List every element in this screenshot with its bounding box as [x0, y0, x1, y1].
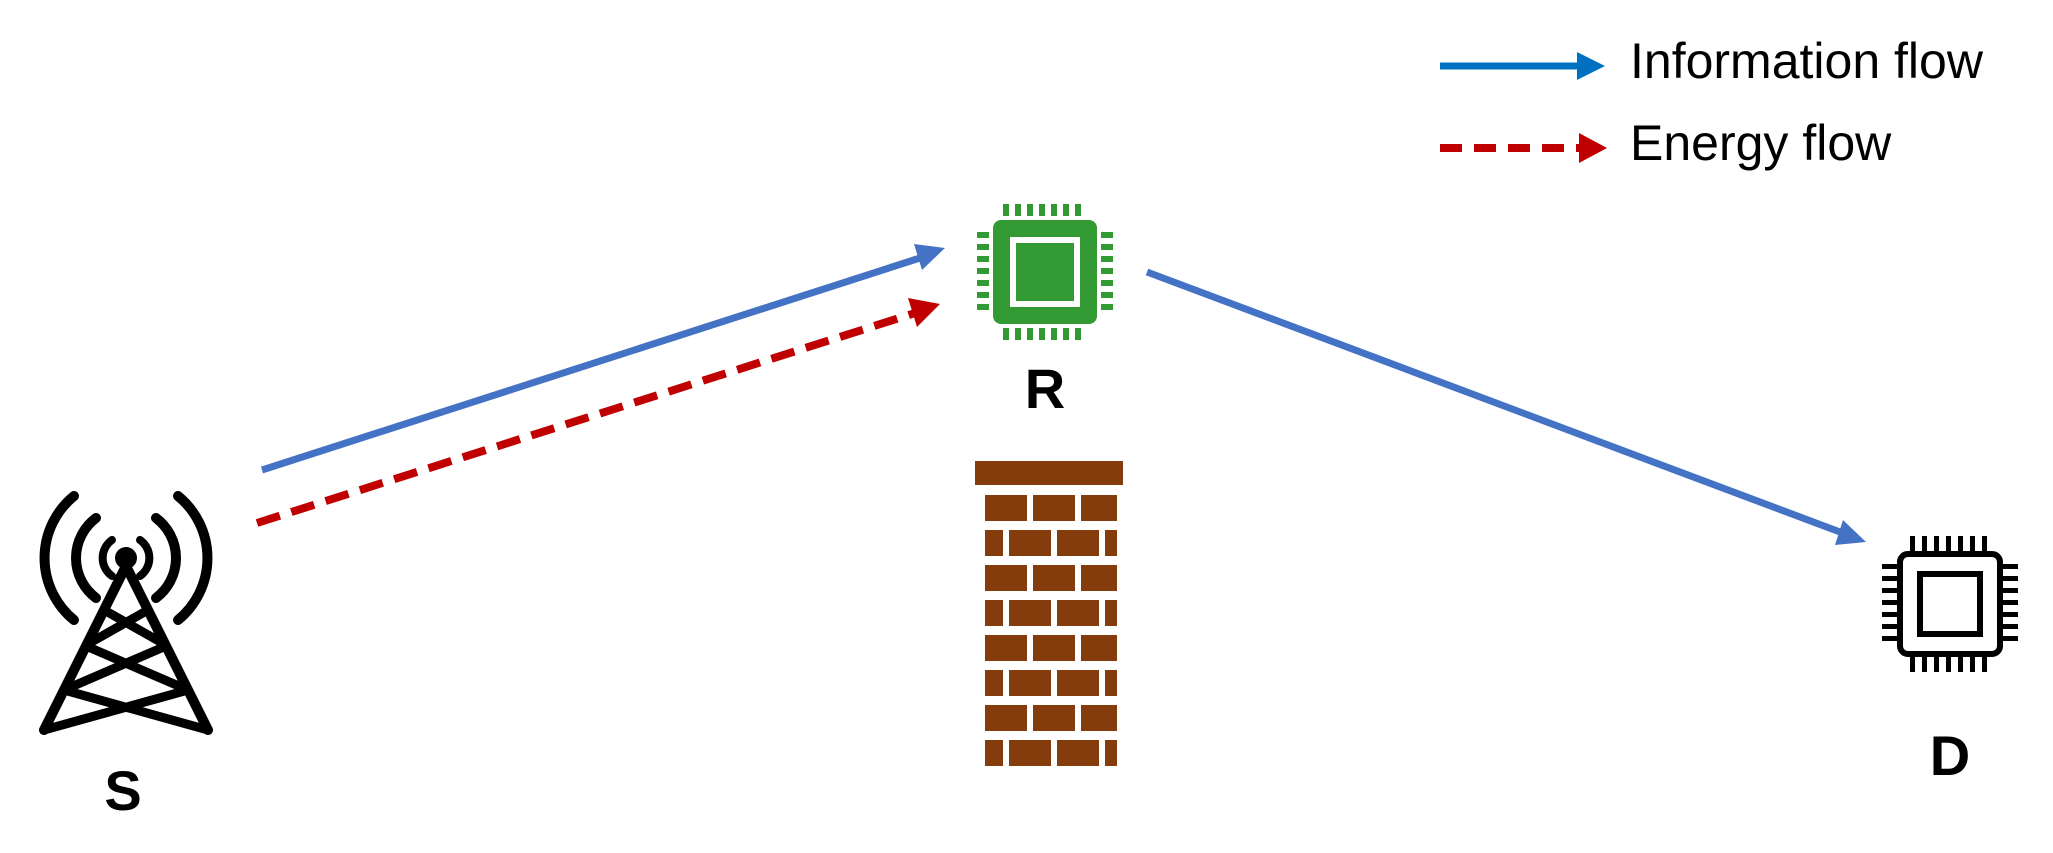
legend-information-label: Information flow — [1630, 33, 1984, 89]
legend: Information flow Energy flow — [1440, 33, 1984, 171]
brick-wall-icon — [975, 461, 1123, 766]
legend-energy-arrow — [1440, 133, 1607, 163]
information-arrow-source-to-relay — [260, 244, 945, 474]
information-arrow-relay-to-destination — [1145, 268, 1866, 545]
relay-label: R — [1025, 357, 1065, 420]
cell-tower-icon — [39, 491, 213, 735]
energy-arrow-source-to-relay — [255, 298, 940, 527]
legend-energy-label: Energy flow — [1630, 115, 1892, 171]
relay-microchip-icon — [977, 204, 1113, 340]
destination-microchip-icon — [1882, 536, 2018, 672]
destination-label: D — [1930, 724, 1970, 787]
source-label: S — [104, 759, 141, 822]
legend-information-arrow — [1440, 52, 1605, 80]
